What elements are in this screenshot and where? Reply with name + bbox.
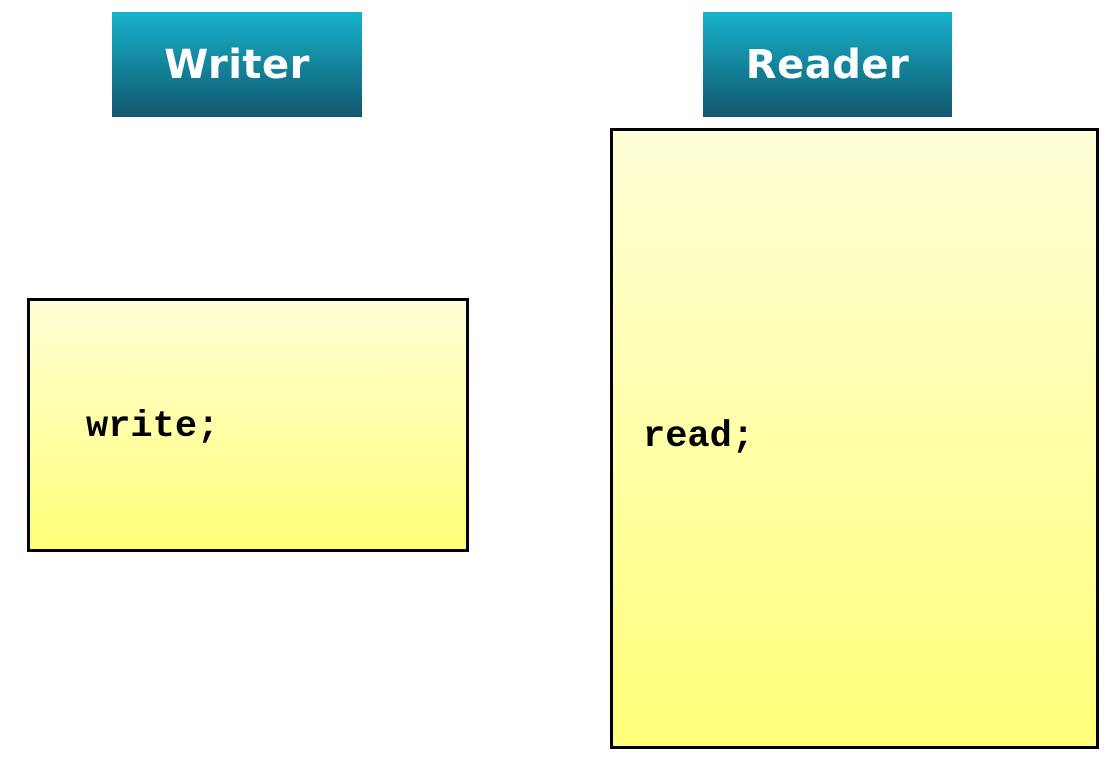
reader-header: Reader — [703, 12, 952, 117]
writer-title: Writer — [164, 41, 310, 88]
writer-header: Writer — [112, 12, 362, 117]
writer-code-box: write; — [27, 298, 469, 552]
writer-code: write; — [86, 406, 220, 448]
reader-code-box: read; — [610, 128, 1099, 749]
reader-code: read; — [643, 416, 755, 458]
reader-title: Reader — [745, 41, 910, 88]
